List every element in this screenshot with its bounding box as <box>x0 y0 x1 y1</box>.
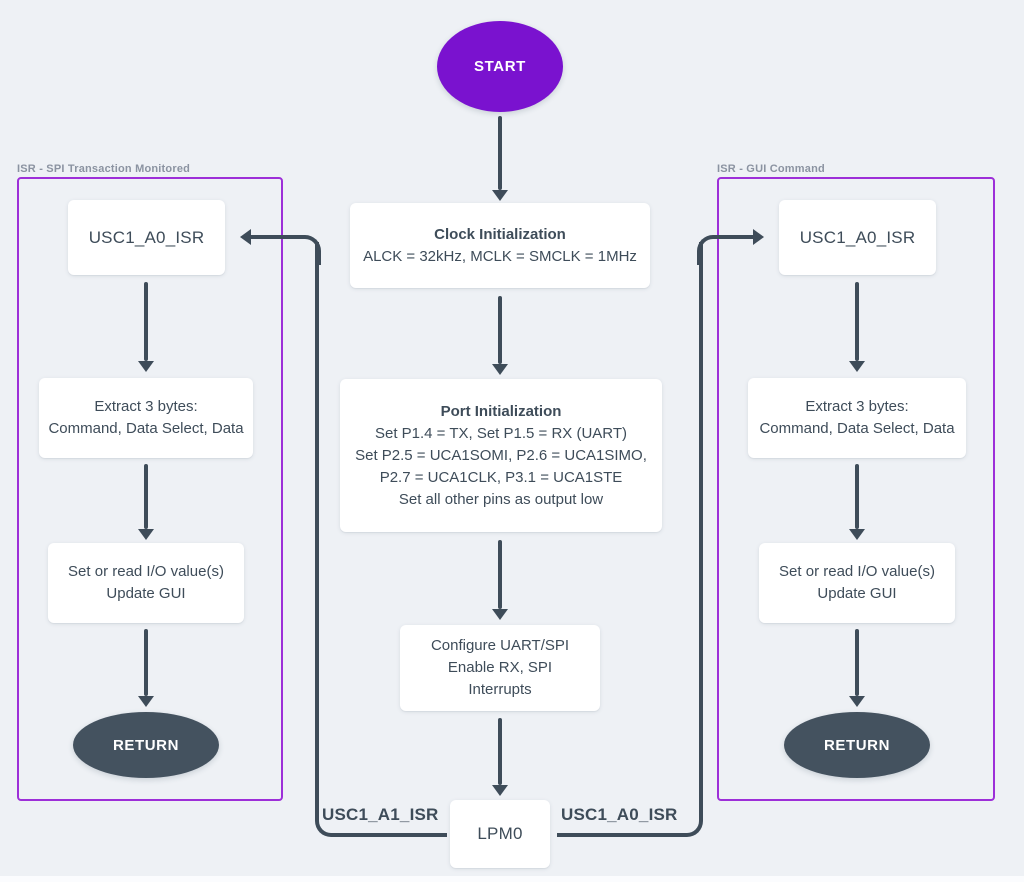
arrow-head-icon <box>849 361 865 372</box>
connector-lpm0-to-left-isr <box>315 242 447 837</box>
port-init-line: Set P2.5 = UCA1SOMI, P2.6 = UCA1SIMO, <box>355 446 647 464</box>
arrow-shaft <box>855 282 859 361</box>
extract-line: Extract 3 bytes: <box>805 398 909 415</box>
action-line: Set or read I/O value(s) <box>779 563 935 580</box>
right-extract-node: Extract 3 bytes: Command, Data Select, D… <box>748 378 966 458</box>
arrow-shaft <box>144 629 148 696</box>
connector-lpm0-to-left-isr-top <box>249 235 321 265</box>
right-isr-node: USC1_A0_ISR <box>779 200 936 275</box>
configure-uart-spi-node: Configure UART/SPI Enable RX, SPI Interr… <box>400 625 600 711</box>
action-line: Update GUI <box>817 585 897 602</box>
start-node: START <box>437 21 563 112</box>
arrow-left-action-to-return <box>138 629 154 707</box>
port-init-title: Port Initialization <box>440 402 562 420</box>
extract-line: Command, Data Select, Data <box>759 420 955 437</box>
left-extract-node: Extract 3 bytes: Command, Data Select, D… <box>39 378 253 458</box>
arrow-right-action-to-return <box>849 629 865 707</box>
arrow-clock-to-port <box>492 296 508 375</box>
start-label: START <box>474 58 526 75</box>
lpm0-node: LPM0 <box>450 800 550 868</box>
extract-line: Extract 3 bytes: <box>94 398 198 415</box>
arrow-left-isr-to-extract <box>138 282 154 372</box>
arrow-head-icon <box>138 696 154 707</box>
arrow-shaft <box>498 116 502 190</box>
configure-line: Enable RX, SPI <box>447 659 553 676</box>
port-init-line: Set all other pins as output low <box>398 490 604 508</box>
left-panel-title: ISR - SPI Transaction Monitored <box>17 163 191 175</box>
arrow-head-icon <box>492 609 508 620</box>
connector-lpm0-to-right-isr-top <box>697 235 759 265</box>
right-panel-title: ISR - GUI Command <box>717 163 825 175</box>
arrow-shaft <box>498 540 502 609</box>
isr-gui-panel-border <box>717 177 995 801</box>
action-line: Update GUI <box>106 585 186 602</box>
arrow-head-icon <box>492 190 508 201</box>
arrow-head-icon <box>240 229 251 245</box>
arrow-start-to-clock <box>492 116 508 201</box>
arrow-shaft <box>144 282 148 361</box>
connector-lpm0-to-right-isr <box>557 242 703 837</box>
configure-line: Configure UART/SPI <box>430 637 570 654</box>
arrow-head-icon <box>492 364 508 375</box>
clock-init-node: Clock Initialization ALCK = 32kHz, MCLK … <box>350 203 650 288</box>
configure-line: Interrupts <box>468 681 532 698</box>
arrow-right-extract-to-action <box>849 464 865 540</box>
arrow-head-icon <box>138 361 154 372</box>
lpm0-label: LPM0 <box>477 824 523 843</box>
right-isr-label: USC1_A0_ISR <box>799 227 916 247</box>
arrow-head-icon <box>849 696 865 707</box>
edge-label-usc1-a0-isr: USC1_A0_ISR <box>561 805 678 824</box>
clock-init-detail: ALCK = 32kHz, MCLK = SMCLK = 1MHz <box>363 247 637 265</box>
bottom-edge-strip <box>0 876 1024 882</box>
arrow-shaft <box>498 296 502 364</box>
left-isr-node: USC1_A0_ISR <box>68 200 225 275</box>
extract-line: Command, Data Select, Data <box>48 420 244 437</box>
arrow-port-to-configure <box>492 540 508 620</box>
arrow-right-isr-to-extract <box>849 282 865 372</box>
arrow-head-icon <box>492 785 508 796</box>
clock-init-title: Clock Initialization <box>434 225 566 243</box>
left-isr-label: USC1_A0_ISR <box>88 227 205 247</box>
right-return-node: RETURN <box>784 712 930 778</box>
port-init-node: Port Initialization Set P1.4 = TX, Set P… <box>340 379 662 532</box>
port-init-line: P2.7 = UCA1CLK, P3.1 = UCA1STE <box>379 468 623 486</box>
arrow-shaft <box>144 464 148 529</box>
return-label: RETURN <box>112 736 180 754</box>
edge-label-usc1-a1-isr: USC1_A1_ISR <box>322 805 439 824</box>
arrow-shaft <box>498 718 502 785</box>
right-action-node: Set or read I/O value(s) Update GUI <box>759 543 955 623</box>
action-line: Set or read I/O value(s) <box>68 563 224 580</box>
arrow-head-icon <box>753 229 764 245</box>
arrow-head-icon <box>138 529 154 540</box>
arrow-configure-to-lpm0 <box>492 718 508 796</box>
arrow-head-icon <box>849 529 865 540</box>
arrow-left-extract-to-action <box>138 464 154 540</box>
left-action-node: Set or read I/O value(s) Update GUI <box>48 543 244 623</box>
arrow-shaft <box>855 464 859 529</box>
arrow-shaft <box>855 629 859 696</box>
left-return-node: RETURN <box>73 712 219 778</box>
isr-spi-panel-border <box>17 177 283 801</box>
return-label: RETURN <box>823 736 891 754</box>
port-init-line: Set P1.4 = TX, Set P1.5 = RX (UART) <box>374 424 628 442</box>
